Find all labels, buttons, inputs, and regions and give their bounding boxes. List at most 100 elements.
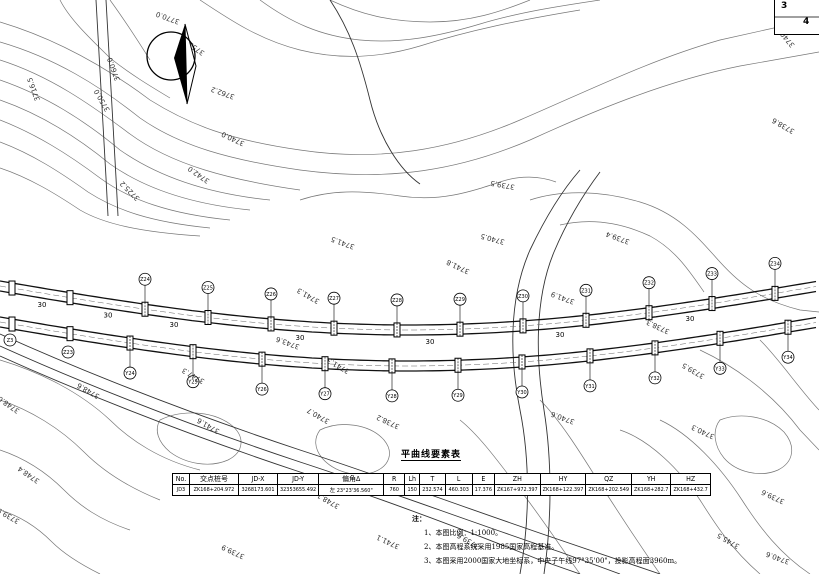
contour-elevation-label: 3740.3 [690, 423, 716, 441]
table-header-cell: L [444, 473, 473, 485]
contour-elevation-label: 3739.9 [220, 543, 246, 561]
table-cell: ZK168+122.397 [539, 484, 587, 496]
contour-elevation-label: 3745.5 [716, 531, 741, 550]
span-length-label: 30 [170, 321, 179, 329]
contour-elevation-label: 3760.0 [106, 56, 122, 82]
contour-line [659, 419, 811, 574]
contour-elevation-label: 3716.5 [26, 76, 42, 102]
lower-centerline [0, 321, 817, 367]
tower-upper-label: Z25 [203, 285, 213, 291]
table-cell: 3268173.601 [238, 484, 278, 496]
contour-line [0, 399, 161, 501]
contour-elevation-label: 3739.4 [604, 230, 630, 246]
curve-element-table: No. 交点桩号 JD-X JD-Y 偏角Δ R Lh T L E ZH HY … [172, 473, 711, 496]
table-row: JD3 ZK168+204.972 3268173.601 32353655.4… [172, 484, 711, 496]
table-header-cell: 偏角Δ [318, 473, 385, 485]
span-length-label: 30 [104, 312, 113, 320]
contour-elevation-label: 3739.5 [681, 361, 706, 380]
edge-pier [8, 280, 16, 296]
table-header-cell: HY [539, 473, 587, 485]
tower-lower-tag [515, 385, 529, 399]
contour-elevation-label: 3740.6 [549, 410, 575, 426]
tower-other-label: Z23 [63, 350, 73, 356]
table-header-cell: ZH [493, 473, 541, 485]
contour-elevation-label: 3738.2 [375, 413, 401, 431]
table-cell: 32353655.492 [276, 484, 320, 496]
contour-line [0, 59, 301, 191]
contour-line [529, 192, 819, 313]
contour-elevation-label: 3738.6 [770, 116, 796, 135]
contour-line [156, 412, 242, 465]
sheet-total: 4 [803, 17, 810, 27]
tower-other-tag [3, 333, 17, 347]
tower-lower-label: Y27 [319, 392, 329, 398]
contour-line [759, 339, 819, 411]
table-cell: ZK168+282.7 [631, 484, 672, 496]
tower-lower-tag [385, 389, 399, 403]
edge-pier [8, 316, 16, 332]
tower-upper-label: Z33 [707, 272, 717, 278]
contour-elevation-label: 3741.6 [195, 416, 221, 435]
tower-lower-label: Y25 [187, 380, 197, 386]
tower-upper-tag [642, 276, 656, 290]
contour-elevation-label: 3741.9 [550, 290, 576, 306]
contour-line [199, 0, 581, 57]
contour-elevation-label: 3740.0 [220, 130, 246, 148]
contour-elevation-label: 3748.0 [0, 394, 21, 415]
table-cell: ZK167+972.397 [493, 484, 541, 496]
road-line [105, 0, 119, 217]
upper-centerline [0, 285, 817, 331]
tower-lower-label: Y30 [516, 390, 526, 396]
edge-pier [66, 290, 74, 306]
tower-upper-tag [516, 289, 530, 303]
road-line [0, 355, 581, 574]
road-line [512, 169, 581, 574]
road-line [537, 171, 601, 574]
table-header-cell: QZ [585, 473, 633, 485]
tower-lower-label: Y32 [649, 376, 659, 382]
contour-line [619, 429, 761, 574]
contour-elevation-label: 3741.3 [296, 286, 321, 305]
tower-lower-label: Y31 [584, 384, 594, 390]
contour-line [0, 449, 131, 531]
contour-elevation-label: 3738.3 [645, 318, 671, 336]
tower-lower-tag [583, 379, 597, 393]
contour-elevation-label: 3740.7 [306, 406, 331, 425]
tower-upper-tag [768, 256, 782, 270]
contour-elevation-label: 3741.1 [375, 533, 401, 551]
drawing-notes: 注： 1、本图比例：1:1000。 2、本图高程系统采用1985国家高程基准。 … [412, 512, 681, 568]
table-header-cell: R [383, 473, 406, 485]
table-cell: ZK168+204.972 [189, 484, 239, 496]
table-header-cell: HZ [670, 473, 711, 485]
road-lines [0, 0, 661, 574]
contour-elevation-label: 3739.6 [760, 488, 786, 506]
table-cell: 232.574 [419, 484, 446, 496]
north-arrow-icon [146, 23, 197, 105]
table-header-cell: No. [172, 473, 190, 485]
road-line [329, 0, 421, 185]
notes-title: 注： [412, 514, 426, 523]
tower-lower-tag [781, 350, 795, 364]
tower-upper-tag [705, 267, 719, 280]
contour-line [0, 79, 271, 201]
tower-upper-label: Z24 [140, 277, 150, 283]
sheet-number-box: 3 4 [774, 0, 819, 35]
span-length-label: 30 [556, 331, 565, 339]
tower-lower-label: Y29 [452, 393, 462, 399]
note-item: 1、本图比例：1:1000。 [424, 529, 503, 537]
tower-lower-tag [186, 375, 200, 389]
contour-line [0, 167, 201, 237]
table-cell: JD3 [172, 484, 190, 496]
contour-elevation-label: 3770.0 [155, 10, 181, 26]
tower-upper-label: Z30 [518, 294, 528, 300]
tower-upper-label: Z34 [770, 261, 780, 267]
tower-upper-label: Z27 [329, 296, 339, 302]
tower-upper-label: Z28 [392, 298, 402, 304]
tower-lower-tag [255, 382, 269, 396]
table-header-cell: JD-X [238, 473, 278, 485]
note-item: 3、本图采用2000国家大地坐标系，中央子午线97°35'00"，投影高程面39… [424, 557, 682, 565]
tower-upper-tag [453, 292, 467, 306]
